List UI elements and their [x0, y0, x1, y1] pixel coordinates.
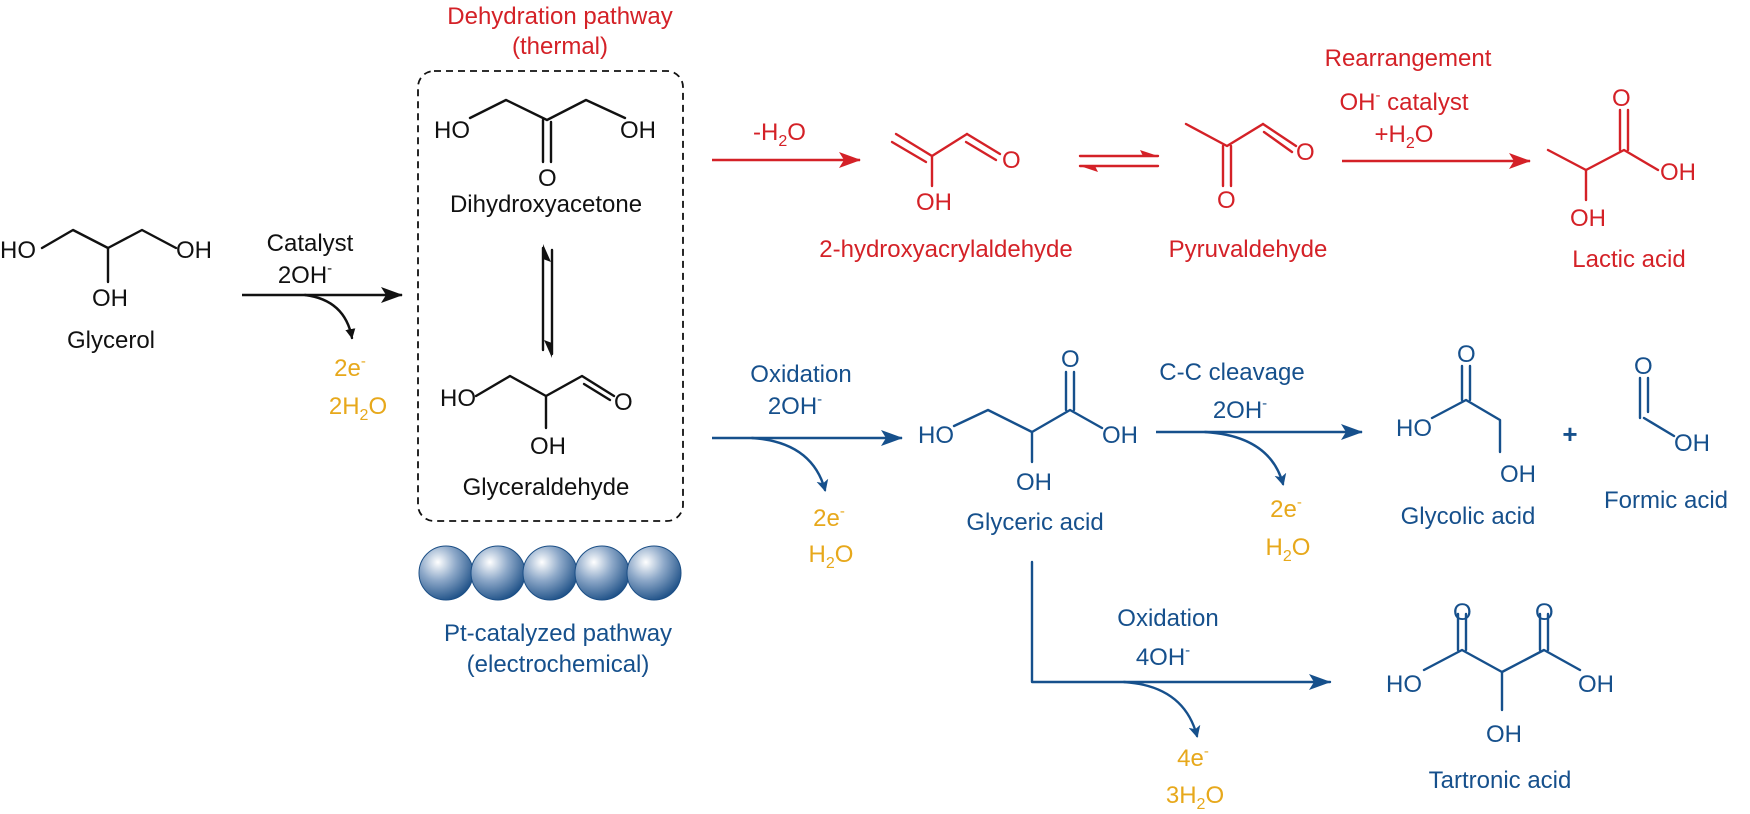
dha-oh: OH: [620, 117, 656, 144]
equilibrium-vertical: [541, 244, 554, 358]
rearrangement-title: Rearrangement: [1325, 45, 1492, 72]
glycolic-acid-label: Glycolic acid: [1401, 503, 1536, 530]
glycolic-oh: OH: [1500, 461, 1536, 488]
dha-ho: HO: [434, 117, 470, 144]
lactic-acid-structure: O OH OH Lactic acid: [1546, 85, 1696, 273]
tartronic-acid-label: Tartronic acid: [1429, 767, 1572, 794]
glyceric-ho: HO: [918, 422, 954, 449]
pyr-aldehyde-o: O: [1296, 139, 1315, 166]
gla-ho: HO: [440, 385, 476, 412]
rearrangement-arrow: Rearrangement OH- catalyst +H2O: [1325, 45, 1531, 169]
pyruvaldehyde-label: Pyruvaldehyde: [1169, 236, 1328, 263]
tartronic-carbonyl-o-right: O: [1535, 599, 1554, 626]
gla-oh: OH: [530, 433, 566, 460]
lactic-alpha-oh: OH: [1570, 205, 1606, 232]
tartronic-carbonyl-o-left: O: [1453, 599, 1472, 626]
catalyst-label: Catalyst: [267, 230, 354, 257]
rearrangement-catalyst: OH- catalyst: [1339, 87, 1468, 116]
pt-pathway-title: Pt-catalyzed pathway: [444, 620, 672, 647]
tartronic-ho: HO: [1386, 671, 1422, 698]
lactic-acid-oh: OH: [1660, 159, 1696, 186]
oxidation2-electrons: 4e-: [1177, 743, 1209, 772]
pt-pathway-subtitle: (electrochemical): [467, 651, 650, 678]
glycerol-ho-left: HO: [0, 237, 36, 264]
dihydroxyacetone-structure: HO OH O Dihydroxyacetone: [434, 98, 656, 218]
glyceric-carbonyl-o: O: [1061, 346, 1080, 373]
oxidation1-base: 2OH-: [768, 391, 822, 420]
hacr-oh: OH: [916, 189, 952, 216]
rearrangement-water: +H2O: [1375, 121, 1434, 152]
cleavage-water: H2O: [1266, 534, 1311, 565]
dehydration-arrow: -H2O: [712, 119, 861, 168]
glycerol-label: Glycerol: [67, 327, 155, 354]
glyceric-acid-structure: HO OH O OH Glyceric acid: [918, 346, 1138, 536]
glycolic-ho: HO: [1396, 415, 1432, 442]
pyruvaldehyde-structure: O O Pyruvaldehyde: [1169, 122, 1328, 263]
pyr-ketone-o: O: [1217, 187, 1236, 214]
lactic-acid-label: Lactic acid: [1572, 246, 1685, 273]
dehydration-label: -H2O: [753, 119, 806, 150]
formic-acid-structure: O OH Formic acid: [1604, 353, 1728, 514]
dha-carbonyl-o: O: [538, 165, 557, 192]
tartronic-alpha-oh: OH: [1486, 721, 1522, 748]
tartronic-acid-structure: HO OH O O OH Tartronic acid: [1386, 599, 1614, 794]
oxidation1-water: H2O: [809, 541, 854, 572]
oxidation1-arrow: Oxidation 2OH- 2e- H2O: [712, 361, 903, 572]
dehydration-title: Dehydration pathway: [447, 3, 672, 30]
oxidation2-arrow: Oxidation 4OH- 4e- 3H2O: [1030, 560, 1332, 813]
dehydration-subtitle: (thermal): [512, 33, 608, 60]
gla-aldehyde-o: O: [614, 389, 633, 416]
glycolic-carbonyl-o: O: [1457, 341, 1476, 368]
hydroxyacrylaldehyde-label: 2-hydroxyacrylaldehyde: [819, 236, 1072, 263]
step1-electrons: 2e-: [334, 353, 366, 382]
plus-sign: +: [1562, 419, 1577, 449]
glyceric-acid-label: Glyceric acid: [966, 509, 1103, 536]
glyceraldehyde-structure: HO O OH Glyceraldehyde: [440, 374, 633, 501]
glyceric-alpha-oh: OH: [1016, 469, 1052, 496]
oxidation1-label: Oxidation: [750, 361, 851, 388]
glyceric-acid-oh: OH: [1102, 422, 1138, 449]
lactic-carbonyl-o: O: [1612, 85, 1631, 112]
hacr-o: O: [1002, 147, 1021, 174]
oxidation2-label: Oxidation: [1117, 605, 1218, 632]
intermediates-box: [417, 70, 684, 522]
cleavage-label: C-C cleavage: [1159, 359, 1304, 386]
glycerol-oh-right: OH: [176, 237, 212, 264]
red-equilibrium: [1078, 150, 1160, 172]
glycerol-oh-bottom: OH: [92, 285, 128, 312]
formic-acid-label: Formic acid: [1604, 487, 1728, 514]
glycolic-acid-structure: HO O OH Glycolic acid: [1396, 341, 1536, 530]
formic-oh: OH: [1674, 430, 1710, 457]
step1-water: 2H2O: [329, 393, 387, 424]
hydroxyacrylaldehyde-structure: O OH 2-hydroxyacrylaldehyde: [819, 132, 1073, 263]
pt-catalyst-spheres: [418, 545, 682, 601]
catalyst-arrow: Catalyst 2OH- 2e- 2H2O: [242, 230, 403, 424]
tartronic-oh-right: OH: [1578, 671, 1614, 698]
oxidation2-water: 3H2O: [1166, 782, 1224, 813]
oxidation2-base: 4OH-: [1136, 642, 1190, 671]
glycerol-structure: HO OH OH Glycerol: [0, 228, 212, 354]
catalyst-base-label: 2OH-: [278, 260, 332, 289]
cleavage-arrow: C-C cleavage 2OH- 2e- H2O: [1156, 359, 1363, 565]
cleavage-electrons: 2e-: [1270, 494, 1302, 523]
formic-carbonyl-o: O: [1634, 353, 1653, 380]
glyceraldehyde-label: Glyceraldehyde: [463, 474, 630, 501]
oxidation1-electrons: 2e-: [813, 503, 845, 532]
cleavage-base: 2OH-: [1213, 395, 1267, 424]
dihydroxyacetone-label: Dihydroxyacetone: [450, 191, 642, 218]
